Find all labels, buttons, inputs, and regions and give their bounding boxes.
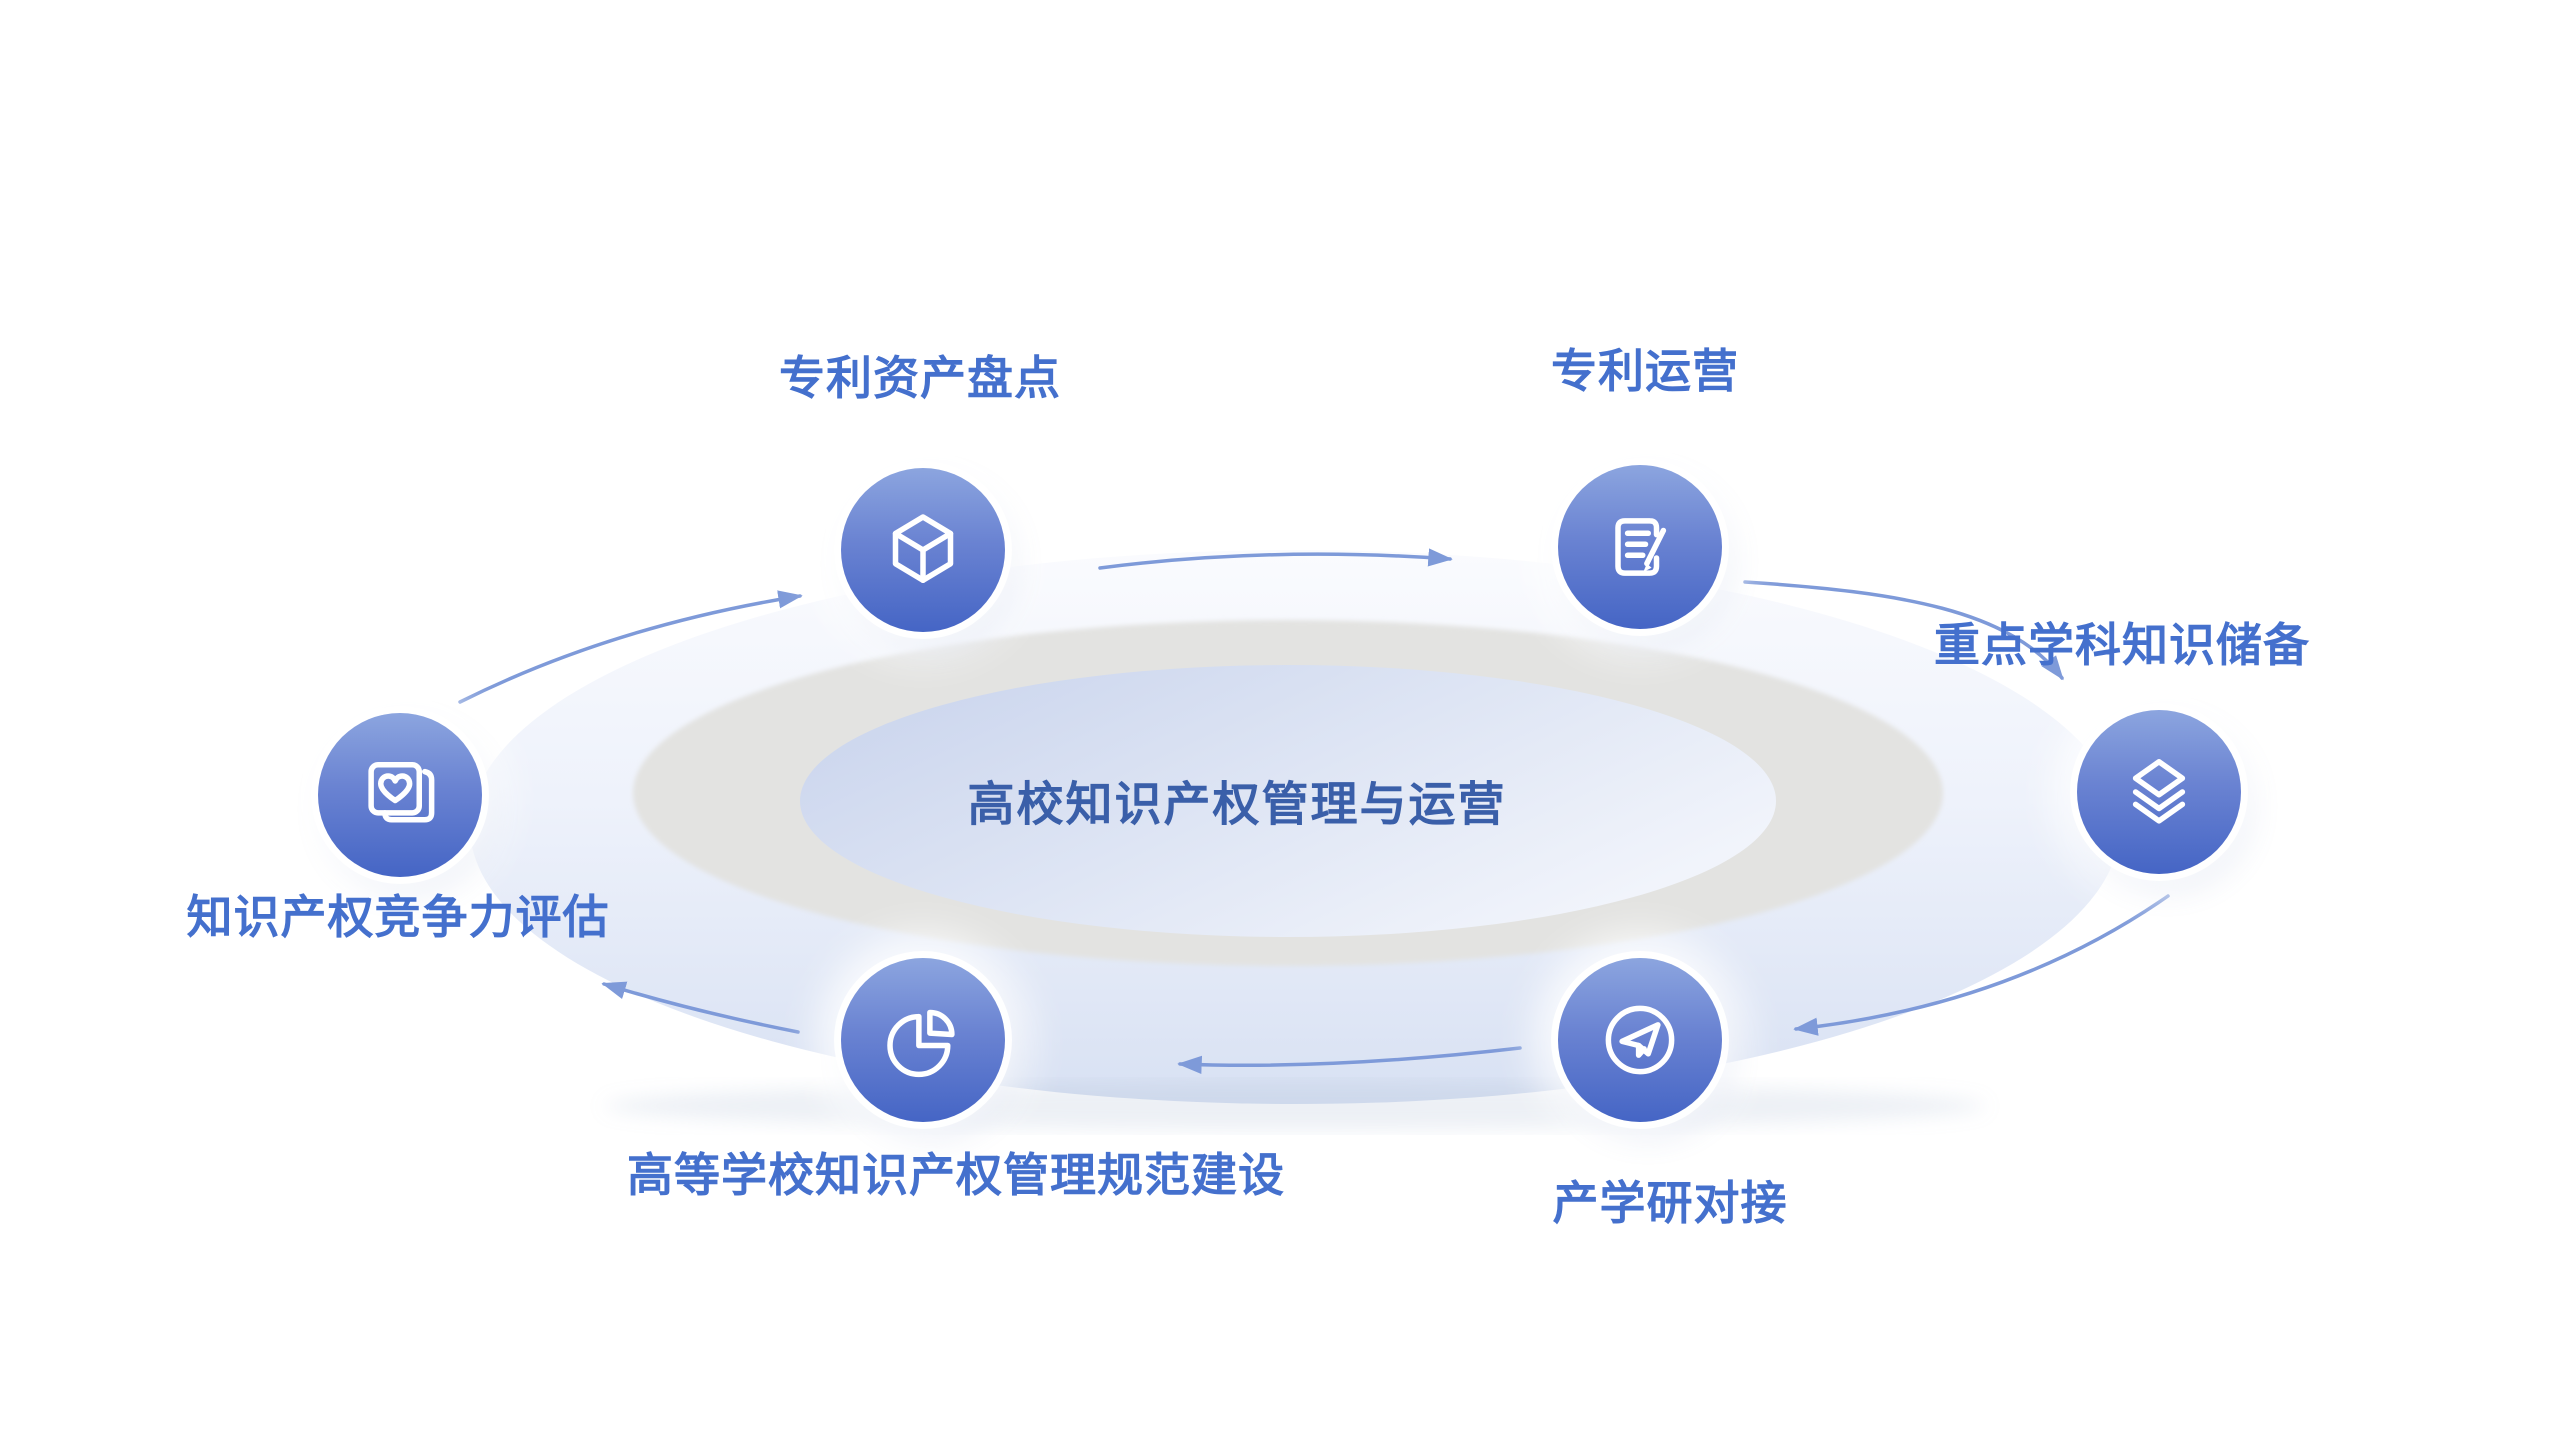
label-ip-management-standard: 高等学校知识产权管理规范建设 bbox=[627, 1149, 1285, 1201]
document-edit-icon bbox=[1615, 518, 1667, 576]
label-ip-competitiveness: 知识产权竞争力评估 bbox=[186, 891, 610, 943]
arrow-heart-to-cube bbox=[458, 590, 803, 704]
label-industry-academia-research: 产学研对接 bbox=[1552, 1177, 1788, 1229]
node-patent-asset-inventory bbox=[841, 468, 1005, 632]
node-ip-management-standard bbox=[841, 958, 1005, 1122]
layers-icon bbox=[2132, 759, 2186, 824]
label-patent-operation: 专利运营 bbox=[1551, 345, 1739, 397]
arrow-document-to-layers bbox=[1743, 580, 2064, 681]
node-patent-operation bbox=[1558, 465, 1722, 629]
center-title: 高校知识产权管理与运营 bbox=[967, 777, 1507, 831]
arrow-cube-to-document bbox=[1098, 548, 1453, 570]
pie-chart-icon bbox=[887, 1009, 955, 1078]
arrow-layers-to-plane bbox=[1793, 894, 2170, 1036]
inner-face-ellipse bbox=[800, 665, 1776, 937]
label-patent-asset-inventory: 专利资产盘点 bbox=[779, 352, 1061, 404]
heart-card-icon bbox=[368, 762, 435, 823]
arrow-pie-to-heart bbox=[601, 981, 800, 1034]
node-ip-competitiveness bbox=[318, 713, 482, 877]
platter-shadow bbox=[605, 1082, 1985, 1130]
node-key-discipline-knowledge bbox=[2077, 710, 2241, 874]
label-key-discipline-knowledge: 重点学科知识储备 bbox=[1934, 619, 2310, 671]
node-industry-academia-research bbox=[1558, 958, 1722, 1122]
cube-icon bbox=[892, 514, 954, 583]
paper-plane-icon bbox=[1605, 1005, 1675, 1075]
arrow-plane-to-pie bbox=[1177, 1046, 1522, 1074]
